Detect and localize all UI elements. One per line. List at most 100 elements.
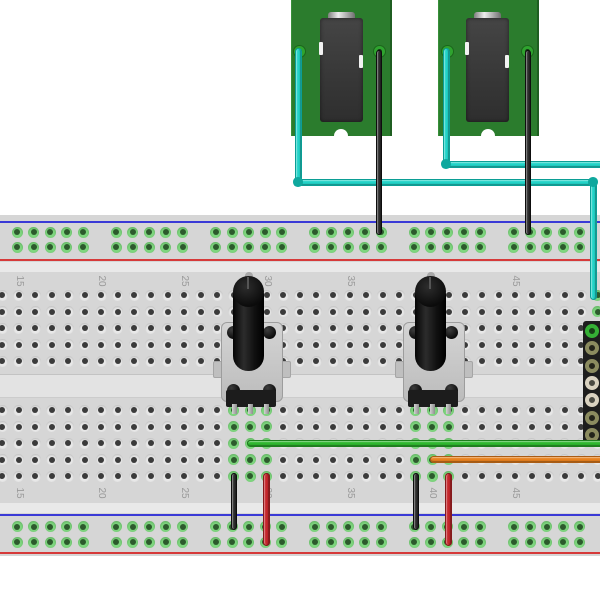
- breadboard-hole-connected: [44, 521, 56, 532]
- breadboard-hole: [509, 339, 521, 350]
- column-label: 20: [96, 487, 108, 499]
- breadboard-hole-connected: [359, 226, 371, 238]
- breadboard-hole-connected: [375, 241, 387, 253]
- breadboard-hole: [327, 306, 339, 317]
- breadboard-hole: [13, 339, 25, 350]
- wire-black-left-jack[interactable]: [375, 49, 383, 236]
- breadboard-hole-connected: [11, 226, 23, 238]
- breadboard-hole-connected: [524, 536, 536, 548]
- breadboard-hole: [162, 470, 173, 482]
- breadboard-hole: [509, 322, 521, 334]
- breadboard-hole: [592, 470, 600, 482]
- breadboard-hole: [542, 289, 554, 301]
- breadboard-hole-connected: [541, 241, 553, 253]
- breadboard-hole-connected: [177, 536, 188, 548]
- breadboard-hole: [162, 437, 173, 449]
- breadboard-hole: [128, 404, 140, 416]
- breadboard-hole-connected: [61, 226, 73, 238]
- breadboard-hole: [112, 404, 124, 416]
- breadboard-hole: [145, 306, 157, 317]
- breadboard-hole-connected: [325, 226, 337, 238]
- breadboard-hole: [377, 470, 389, 482]
- breadboard-hole: [145, 322, 157, 334]
- breadboard-hole: [261, 289, 273, 301]
- breadboard-hole: [211, 470, 223, 482]
- breadboard-hole: [393, 470, 405, 482]
- breadboard-hole: [162, 355, 173, 367]
- column-label: 35: [344, 275, 356, 287]
- wire-cyan-left-jack[interactable]: [294, 47, 302, 186]
- breadboard-hole: [277, 322, 289, 334]
- breadboard-hole: [377, 289, 389, 301]
- breadboard-hole: [162, 404, 173, 416]
- breadboard-hole: [13, 470, 25, 482]
- breadboard-hole: [277, 421, 289, 432]
- audio-jack-module-right[interactable]: [438, 0, 539, 143]
- breadboard-hole: [476, 355, 488, 367]
- breadboard-hole: [162, 454, 173, 465]
- wire-red-power-2[interactable]: [444, 472, 452, 546]
- breadboard-hole-connected: [261, 454, 273, 465]
- breadboard-hole: [145, 404, 157, 416]
- breadboard-hole: [493, 339, 504, 350]
- female-header-7pin[interactable]: [583, 321, 600, 443]
- breadboard-hole: [575, 421, 587, 432]
- breadboard-hole: [211, 289, 223, 301]
- breadboard-hole: [310, 421, 322, 432]
- breadboard-hole-connected: [228, 421, 240, 432]
- breadboard-hole: [13, 355, 25, 367]
- breadboard-hole: [62, 322, 74, 334]
- wire-green-row-h[interactable]: [246, 439, 600, 447]
- breadboard-hole: [393, 322, 405, 334]
- wire-cyan-left-jack[interactable]: [294, 178, 597, 186]
- breadboard-hole: [62, 355, 74, 367]
- breadboard-hole-connected: [28, 226, 40, 238]
- board-edge-band: [0, 262, 600, 272]
- breadboard-hole: [310, 306, 322, 317]
- breadboard-hole: [327, 322, 339, 334]
- breadboard-hole: [79, 322, 91, 334]
- breadboard-hole: [493, 306, 504, 317]
- breadboard-hole: [128, 437, 140, 449]
- wire-cyan-right-jack[interactable]: [442, 160, 600, 168]
- breadboard-hole: [459, 289, 471, 301]
- breadboard-hole-connected: [261, 421, 273, 432]
- wire-black-gnd-2[interactable]: [412, 472, 420, 530]
- breadboard-hole-connected: [243, 226, 255, 238]
- breadboard-hole: [95, 437, 107, 449]
- breadboard-hole-connected: [228, 454, 240, 465]
- wire-black-gnd-1[interactable]: [230, 472, 238, 530]
- pot-knob[interactable]: [232, 275, 264, 307]
- breadboard-hole-connected: [342, 521, 354, 532]
- breadboard-hole: [459, 322, 471, 334]
- breadboard-hole: [277, 306, 289, 317]
- breadboard-hole: [360, 421, 372, 432]
- breadboard-hole: [575, 404, 587, 416]
- breadboard-hole: [13, 322, 25, 334]
- pot-knob[interactable]: [414, 275, 446, 307]
- breadboard-hole-connected: [574, 241, 586, 253]
- jack-contact-mark: [505, 55, 509, 68]
- breadboard-hole: [476, 404, 488, 416]
- wire-bendpoint[interactable]: [588, 177, 598, 187]
- breadboard-hole: [526, 322, 538, 334]
- wire-red-power-1[interactable]: [262, 472, 270, 546]
- wire-bendpoint[interactable]: [293, 177, 303, 187]
- wire-cyan-right-jack[interactable]: [442, 47, 450, 168]
- breadboard-hole: [162, 289, 173, 301]
- breadboard-hole-connected: [28, 536, 40, 548]
- breadboard-hole-connected: [259, 241, 271, 253]
- wire-black-right-jack[interactable]: [524, 49, 532, 236]
- breadboard-hole: [476, 322, 488, 334]
- wire-cyan-left-jack[interactable]: [589, 178, 597, 300]
- breadboard-hole: [112, 421, 124, 432]
- breadboard-hole-connected: [474, 226, 486, 238]
- breadboard[interactable]: 1515202025253030353540404545: [0, 215, 600, 556]
- breadboard-hole: [360, 322, 372, 334]
- wire-orange-row-i[interactable]: [429, 456, 600, 463]
- rail-line-red: [0, 552, 600, 554]
- column-label: 35: [344, 487, 356, 499]
- breadboard-hole: [0, 289, 8, 301]
- breadboard-hole: [377, 306, 389, 317]
- wire-bendpoint[interactable]: [441, 159, 451, 169]
